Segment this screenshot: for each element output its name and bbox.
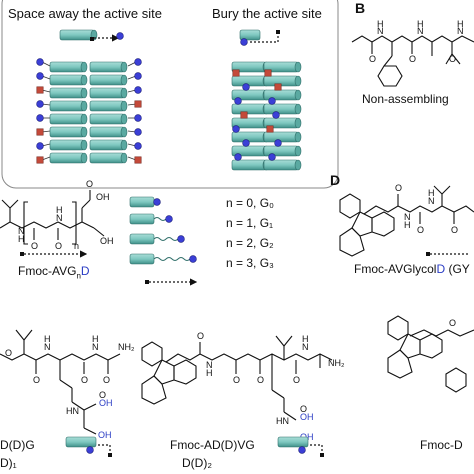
left-fiber-stack <box>36 58 142 164</box>
svg-text:NH₂: NH₂ <box>118 342 135 352</box>
n-label-1: n = 1, G₁ <box>226 216 274 230</box>
panel-d-compound-name: Fmoc-AVGlycolD (GY <box>354 262 470 276</box>
svg-text:NH₂: NH₂ <box>328 358 345 368</box>
svg-text:O: O <box>233 375 240 385</box>
svg-text:OH: OH <box>100 236 114 246</box>
structure-bottom-right <box>387 315 474 393</box>
svg-text:O: O <box>5 348 12 358</box>
svg-text:O: O <box>257 375 264 385</box>
panel-c-name-sub: n <box>76 271 81 281</box>
svg-text:H: H <box>377 19 384 29</box>
svg-text:H: H <box>44 334 51 344</box>
svg-text:N: N <box>377 26 384 36</box>
svg-text:N: N <box>404 212 411 222</box>
svg-text:H: H <box>92 334 99 344</box>
svg-text:H: H <box>56 205 63 215</box>
svg-text:O: O <box>81 375 88 385</box>
peptide-atoms-b: O O O N N N H H H <box>369 19 464 64</box>
svg-text:N: N <box>417 26 424 36</box>
svg-text:HN: HN <box>66 406 79 416</box>
svg-text:O: O <box>293 375 300 385</box>
panel-c-compound-name: Fmoc-AVGnD <box>18 264 90 280</box>
atoms-bottom-middle: O NH OO O NH NH₂ HN OOH OH <box>197 331 345 442</box>
n-label-3: n = 3, G₃ <box>226 256 274 270</box>
svg-text:N: N <box>206 360 213 370</box>
atoms-bottom-right: O <box>449 318 456 328</box>
svg-text:H: H <box>457 19 464 29</box>
d-arrow <box>426 252 470 256</box>
svg-text:O: O <box>451 225 458 235</box>
svg-text:OH: OH <box>98 430 112 440</box>
svg-text:O: O <box>55 241 62 251</box>
svg-text:HN: HN <box>276 416 289 426</box>
panel-d-name-prefix: Fmoc-AVGlycol <box>354 262 437 276</box>
right-fiber-stack <box>231 61 302 171</box>
panel-a-frame <box>1 0 339 189</box>
svg-text:N: N <box>18 226 25 236</box>
panel-a-right-title: Bury the active site <box>212 6 322 21</box>
svg-text:N: N <box>302 342 309 352</box>
panel-d-letter: D <box>330 172 341 188</box>
svg-text:O: O <box>33 375 40 385</box>
right-single-fiber <box>239 29 280 46</box>
panel-d-name-suffix: (GY <box>445 262 470 276</box>
svg-text:O: O <box>417 225 424 235</box>
panel-c-name-prefix: Fmoc-AVG <box>18 264 77 278</box>
bottom-middle-name: Fmoc-AD(D)VG <box>170 438 255 452</box>
panel-b-caption: Non-assembling <box>362 92 449 106</box>
fmoc-structure-d <box>339 185 474 257</box>
svg-text:H: H <box>302 334 309 344</box>
bottom-left-name: D(D)G <box>0 438 35 452</box>
bottom-middle-sub: D(D)₂ <box>182 456 212 470</box>
svg-text:OH: OH <box>99 398 113 408</box>
svg-text:N: N <box>44 342 51 352</box>
svg-text:O: O <box>449 318 456 328</box>
svg-text:H: H <box>18 234 25 244</box>
svg-text:O: O <box>86 179 93 189</box>
svg-text:N: N <box>92 342 99 352</box>
svg-text:O: O <box>395 183 402 193</box>
panel-c-name-suffix: D <box>80 264 90 278</box>
svg-text:H: H <box>206 368 213 378</box>
panel-a-left-title: Space away the active site <box>8 6 162 21</box>
panel-b-letter: B <box>355 0 366 16</box>
svg-text:OH: OH <box>300 412 314 422</box>
n-label-0: n = 0, G₀ <box>226 196 275 210</box>
bottom-left-sub: D)₁ <box>0 456 17 470</box>
svg-text:O: O <box>99 390 106 400</box>
left-single-fiber <box>59 29 124 42</box>
svg-text:N: N <box>457 26 464 36</box>
peptide-structure-b <box>351 35 474 87</box>
svg-text:O: O <box>300 404 307 414</box>
svg-text:O: O <box>369 54 376 64</box>
gn-cartoons <box>129 196 198 286</box>
cartoon-bottom-left <box>65 436 112 457</box>
cartoon-bottom-middle <box>277 436 324 457</box>
n-label-2: n = 2, G₂ <box>226 236 274 250</box>
svg-text:O: O <box>197 331 204 341</box>
panel-d-name-highlight: D <box>436 262 446 276</box>
svg-text:O: O <box>409 54 416 64</box>
svg-text:H: H <box>428 188 435 198</box>
svg-text:H: H <box>404 220 411 230</box>
structure-bottom-left <box>0 329 121 435</box>
svg-text:O: O <box>31 241 38 251</box>
bottom-right-name: Fmoc-D <box>420 438 463 452</box>
svg-text:N: N <box>428 196 435 206</box>
svg-text:OH: OH <box>96 192 110 202</box>
svg-text:H: H <box>417 19 424 29</box>
structure-bottom-middle <box>141 335 333 421</box>
svg-text:O: O <box>449 54 456 64</box>
peptide-structure-c <box>0 190 105 245</box>
c-arrow <box>20 250 88 258</box>
svg-text:O: O <box>103 375 110 385</box>
svg-text:n: n <box>74 241 79 251</box>
svg-text:N: N <box>56 213 63 223</box>
